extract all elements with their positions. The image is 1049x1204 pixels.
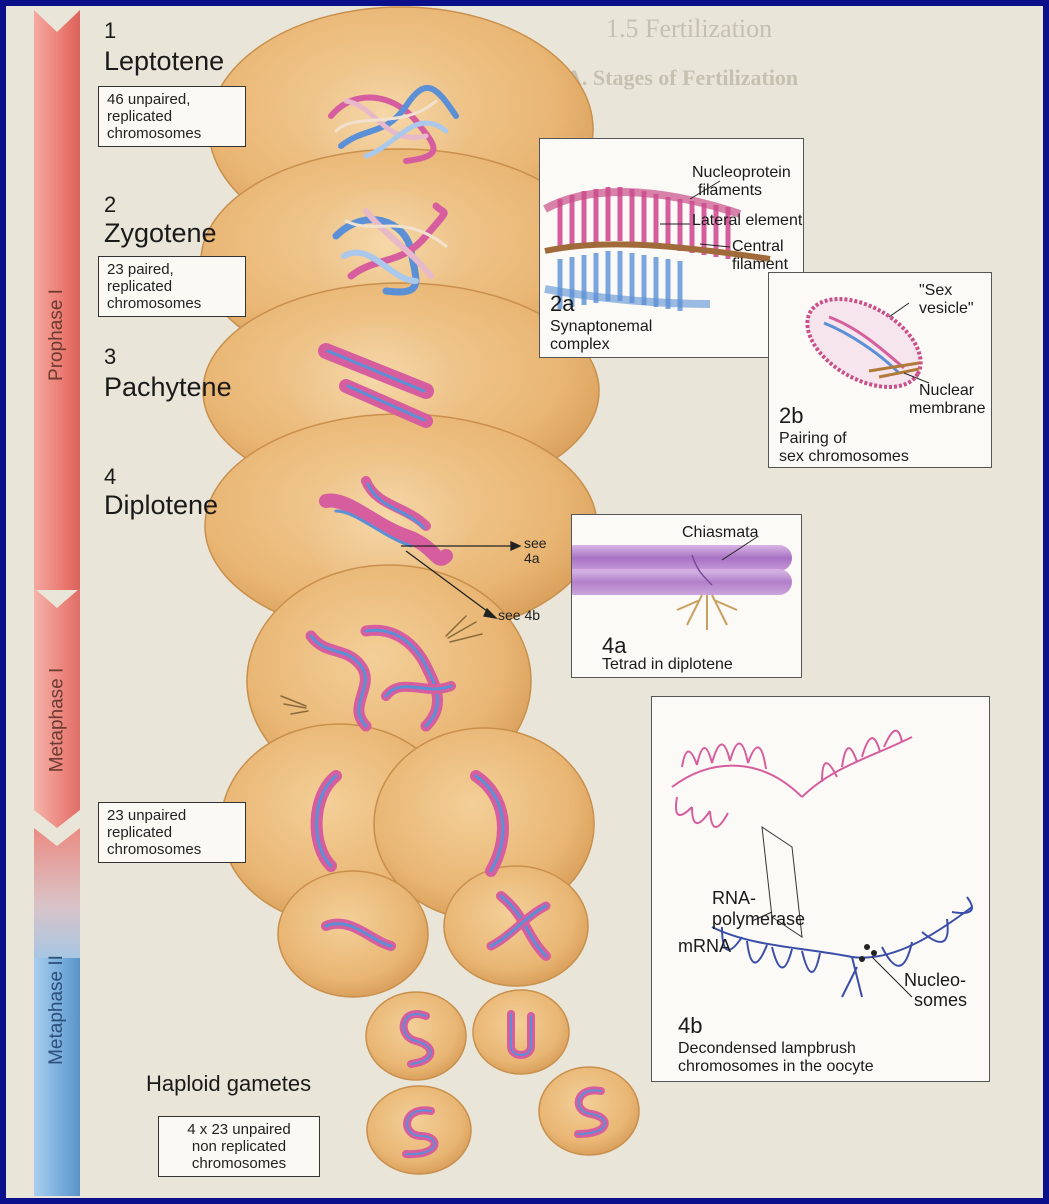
panel-4a-caption: Tetrad in diplotene — [602, 655, 733, 674]
panel-2b-caption-2: sex chromosomes — [779, 447, 909, 466]
stage-4-number: 4 — [104, 464, 116, 490]
panel-4b-number: 4b — [678, 1013, 702, 1039]
see-4b-label: see 4b — [498, 608, 540, 623]
stage-3-name: Pachytene — [104, 372, 232, 403]
panel-4b-caption-2: chromosomes in the oocyte — [678, 1057, 874, 1076]
panel-2a: Nucleoprotein filaments Lateral element … — [539, 138, 804, 358]
panel-4b-caption-1: Decondensed lampbrush — [678, 1039, 856, 1058]
panel-2a-number: 2a — [550, 291, 574, 317]
cell-meta2-left — [278, 871, 428, 997]
label-nucleo: Nucleo- — [904, 971, 966, 990]
panel-2a-caption-2: complex — [550, 335, 610, 354]
box1-line2: replicated — [107, 108, 237, 125]
box2-line1: 23 paired, — [107, 261, 237, 278]
label-membrane: membrane — [909, 399, 985, 418]
box3-line2: replicated — [107, 824, 237, 841]
box4-line3: chromosomes — [167, 1155, 311, 1172]
box-zygotene: 23 paired, replicated chromosomes — [98, 256, 246, 317]
box1-line3: chromosomes — [107, 125, 237, 142]
box1-line1: 46 unpaired, — [107, 91, 237, 108]
label-vesicle: vesicle" — [919, 299, 974, 318]
stage-3-number: 3 — [104, 344, 116, 370]
box2-line2: replicated — [107, 278, 237, 295]
label-mrna: mRNA — [678, 937, 731, 956]
lampbrush-drawing — [652, 697, 990, 1082]
stage-2-name: Zygotene — [104, 218, 217, 249]
stage-1-name: Leptotene — [104, 46, 224, 77]
label-sex: "Sex — [919, 281, 952, 300]
label-somes: somes — [914, 991, 967, 1010]
stage-2-number: 2 — [104, 192, 116, 218]
panel-4a: Chiasmata 4a Tetrad in diplotene — [571, 514, 802, 678]
box3-line1: 23 unpaired — [107, 807, 237, 824]
box2-line3: chromosomes — [107, 295, 237, 312]
stage-4-name: Diplotene — [104, 490, 218, 521]
label-polymerase: polymerase — [712, 910, 805, 929]
box-secondary: 23 unpaired replicated chromosomes — [98, 802, 246, 863]
panel-2b-caption-1: Pairing of — [779, 429, 847, 448]
see-4a-label: see 4a — [524, 536, 547, 566]
panel-2a-caption-1: Synaptonemal — [550, 317, 652, 336]
label-chiasmata: Chiasmata — [682, 523, 758, 542]
box4-line2: non replicated — [167, 1138, 311, 1155]
box4-line1: 4 x 23 unpaired — [167, 1121, 311, 1138]
stage-1-number: 1 — [104, 18, 116, 44]
panel-2b: "Sex vesicle" Nuclear membrane 2b Pairin… — [768, 272, 992, 468]
label-nucleoprotein: Nucleoprotein — [692, 163, 791, 182]
panel-4b: RNA- polymerase mRNA Nucleo- somes 4b De… — [651, 696, 990, 1082]
box-leptotene: 46 unpaired, replicated chromosomes — [98, 86, 246, 147]
panel-2b-number: 2b — [779, 403, 803, 429]
box3-line3: chromosomes — [107, 841, 237, 858]
label-filaments: filaments — [698, 181, 762, 200]
gamete-3 — [367, 1086, 471, 1174]
label-lateral: Lateral element — [692, 211, 802, 230]
gamete-2 — [473, 990, 569, 1074]
label-rna: RNA- — [712, 889, 756, 908]
figure-canvas: 1.5 Fertilization A. Stages of Fertiliza… — [6, 6, 1043, 1198]
label-nuclear: Nuclear — [919, 381, 974, 400]
box-gametes: 4 x 23 unpaired non replicated chromosom… — [158, 1116, 320, 1177]
label-central: Central — [732, 237, 784, 256]
haploid-label: Haploid gametes — [146, 1071, 311, 1097]
